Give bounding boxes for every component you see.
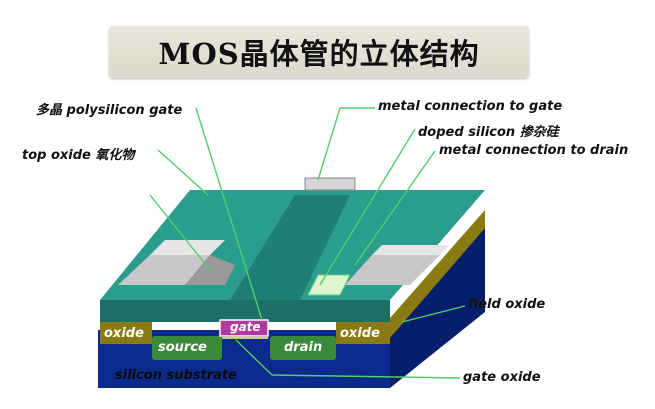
label-oxide-left: oxide xyxy=(104,326,144,341)
drain-metal-contact xyxy=(345,255,440,285)
oxide-left-block xyxy=(100,322,152,344)
title-banner: MOS晶体管的立体结构 xyxy=(109,26,529,78)
callout-gate-oxide: gate oxide xyxy=(463,370,541,385)
substrate-side xyxy=(390,218,485,388)
callout-metal-drain: metal connection to drain xyxy=(439,143,629,158)
gate-ridge xyxy=(230,195,350,300)
source-metal-contact xyxy=(118,255,210,285)
diagram-title: MOS晶体管的立体结构 xyxy=(158,37,480,71)
callout-doped-silicon: doped silicon 掺杂硅 xyxy=(418,125,559,140)
gate-oxide-layer xyxy=(222,336,268,339)
callout-poly-gate: 多晶 polysilicon gate xyxy=(36,103,183,118)
callout-metal-gate: metal connection to gate xyxy=(378,99,563,114)
callout-field-oxide: field oxide xyxy=(468,297,546,312)
oxide-right-block xyxy=(336,322,390,344)
gate-metal-post xyxy=(304,177,356,191)
source-metal-top xyxy=(150,240,225,255)
field-oxide-side xyxy=(390,210,485,338)
drain-metal-top xyxy=(372,245,450,255)
label-gate: gate xyxy=(230,320,261,334)
label-source: source xyxy=(158,340,207,355)
doped-silicon-window xyxy=(307,274,351,296)
leader-lines xyxy=(149,107,466,379)
callout-top-oxide: top oxide 氧化物 xyxy=(22,148,135,163)
drain-region xyxy=(270,336,336,360)
source-region xyxy=(152,336,222,360)
label-substrate: silicon substrate xyxy=(115,368,237,383)
label-oxide-right: oxide xyxy=(340,326,380,341)
top-oxide-front xyxy=(100,300,390,322)
label-drain: drain xyxy=(284,340,323,355)
